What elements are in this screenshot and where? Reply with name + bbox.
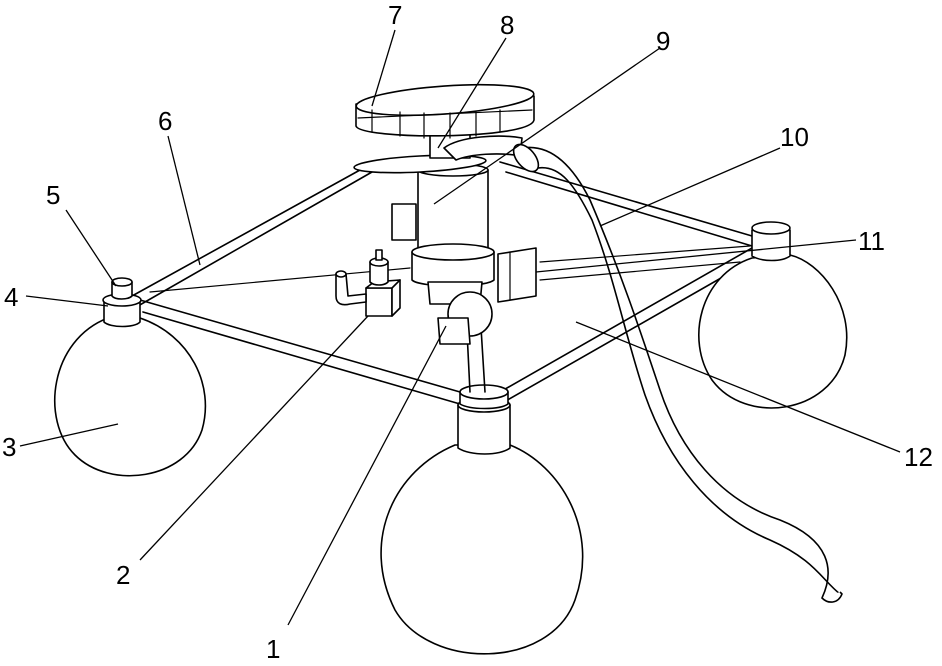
callout-11: 11 [858,226,885,256]
callout-5: 5 [46,180,60,210]
callout-9: 9 [656,26,670,56]
float-ball-front [381,385,583,654]
callout-7: 7 [388,0,402,30]
float-ball-left [55,278,206,476]
callout-4: 4 [4,282,18,312]
callout-3: 3 [2,432,16,462]
central-column [392,150,536,392]
callout-10: 10 [780,122,809,152]
callout-12: 12 [904,442,933,472]
callout-2: 2 [116,560,130,590]
upper-plate [354,132,522,175]
callout-6: 6 [158,106,172,136]
pump-assembly [336,250,400,316]
callout-1: 1 [266,634,280,664]
callout-8: 8 [500,10,514,40]
solar-panel-disc [355,80,535,138]
